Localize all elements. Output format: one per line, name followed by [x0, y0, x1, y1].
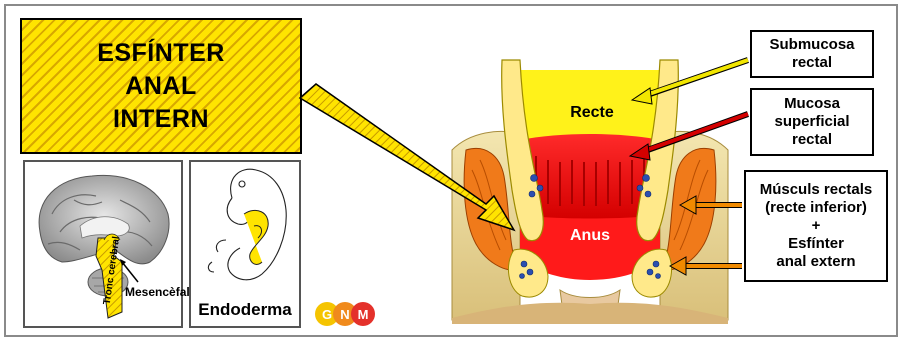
anus-label: Anus: [570, 227, 610, 244]
callout-musculs-line-3: +: [812, 217, 821, 235]
callout-musculs-line-5: anal extern: [776, 253, 855, 271]
callout-mucosa-line-1: Mucosa: [784, 95, 840, 113]
rectum-illustration: [452, 60, 728, 324]
callout-musculs-line-1: Músculs rectals: [760, 181, 873, 199]
endoderma-label: Endoderma: [191, 300, 299, 320]
embryo-illustration: [208, 169, 286, 280]
mesencefal-label: Mesencèfal: [125, 285, 190, 299]
callout-submucosa-line-1: Submucosa: [769, 36, 854, 54]
logo-letter-n: N: [340, 307, 349, 322]
callout-submucosa: Submucosa rectal: [750, 30, 874, 78]
callout-mucosa-line-3: rectal: [792, 131, 832, 149]
callout-musculs-line-4: Esfínter: [788, 235, 844, 253]
logo-letter-m: M: [358, 307, 369, 322]
callout-musculs: Músculs rectals (recte inferior) + Esfín…: [744, 170, 888, 282]
callout-musculs-line-2: (recte inferior): [765, 199, 867, 217]
callout-mucosa-line-2: superficial: [774, 113, 849, 131]
gnm-logo: G N M: [315, 302, 375, 326]
logo-letter-g: G: [322, 307, 332, 322]
callout-submucosa-line-2: rectal: [792, 54, 832, 72]
recte-label: Recte: [570, 104, 614, 121]
callout-mucosa: Mucosa superficial rectal: [750, 88, 874, 156]
